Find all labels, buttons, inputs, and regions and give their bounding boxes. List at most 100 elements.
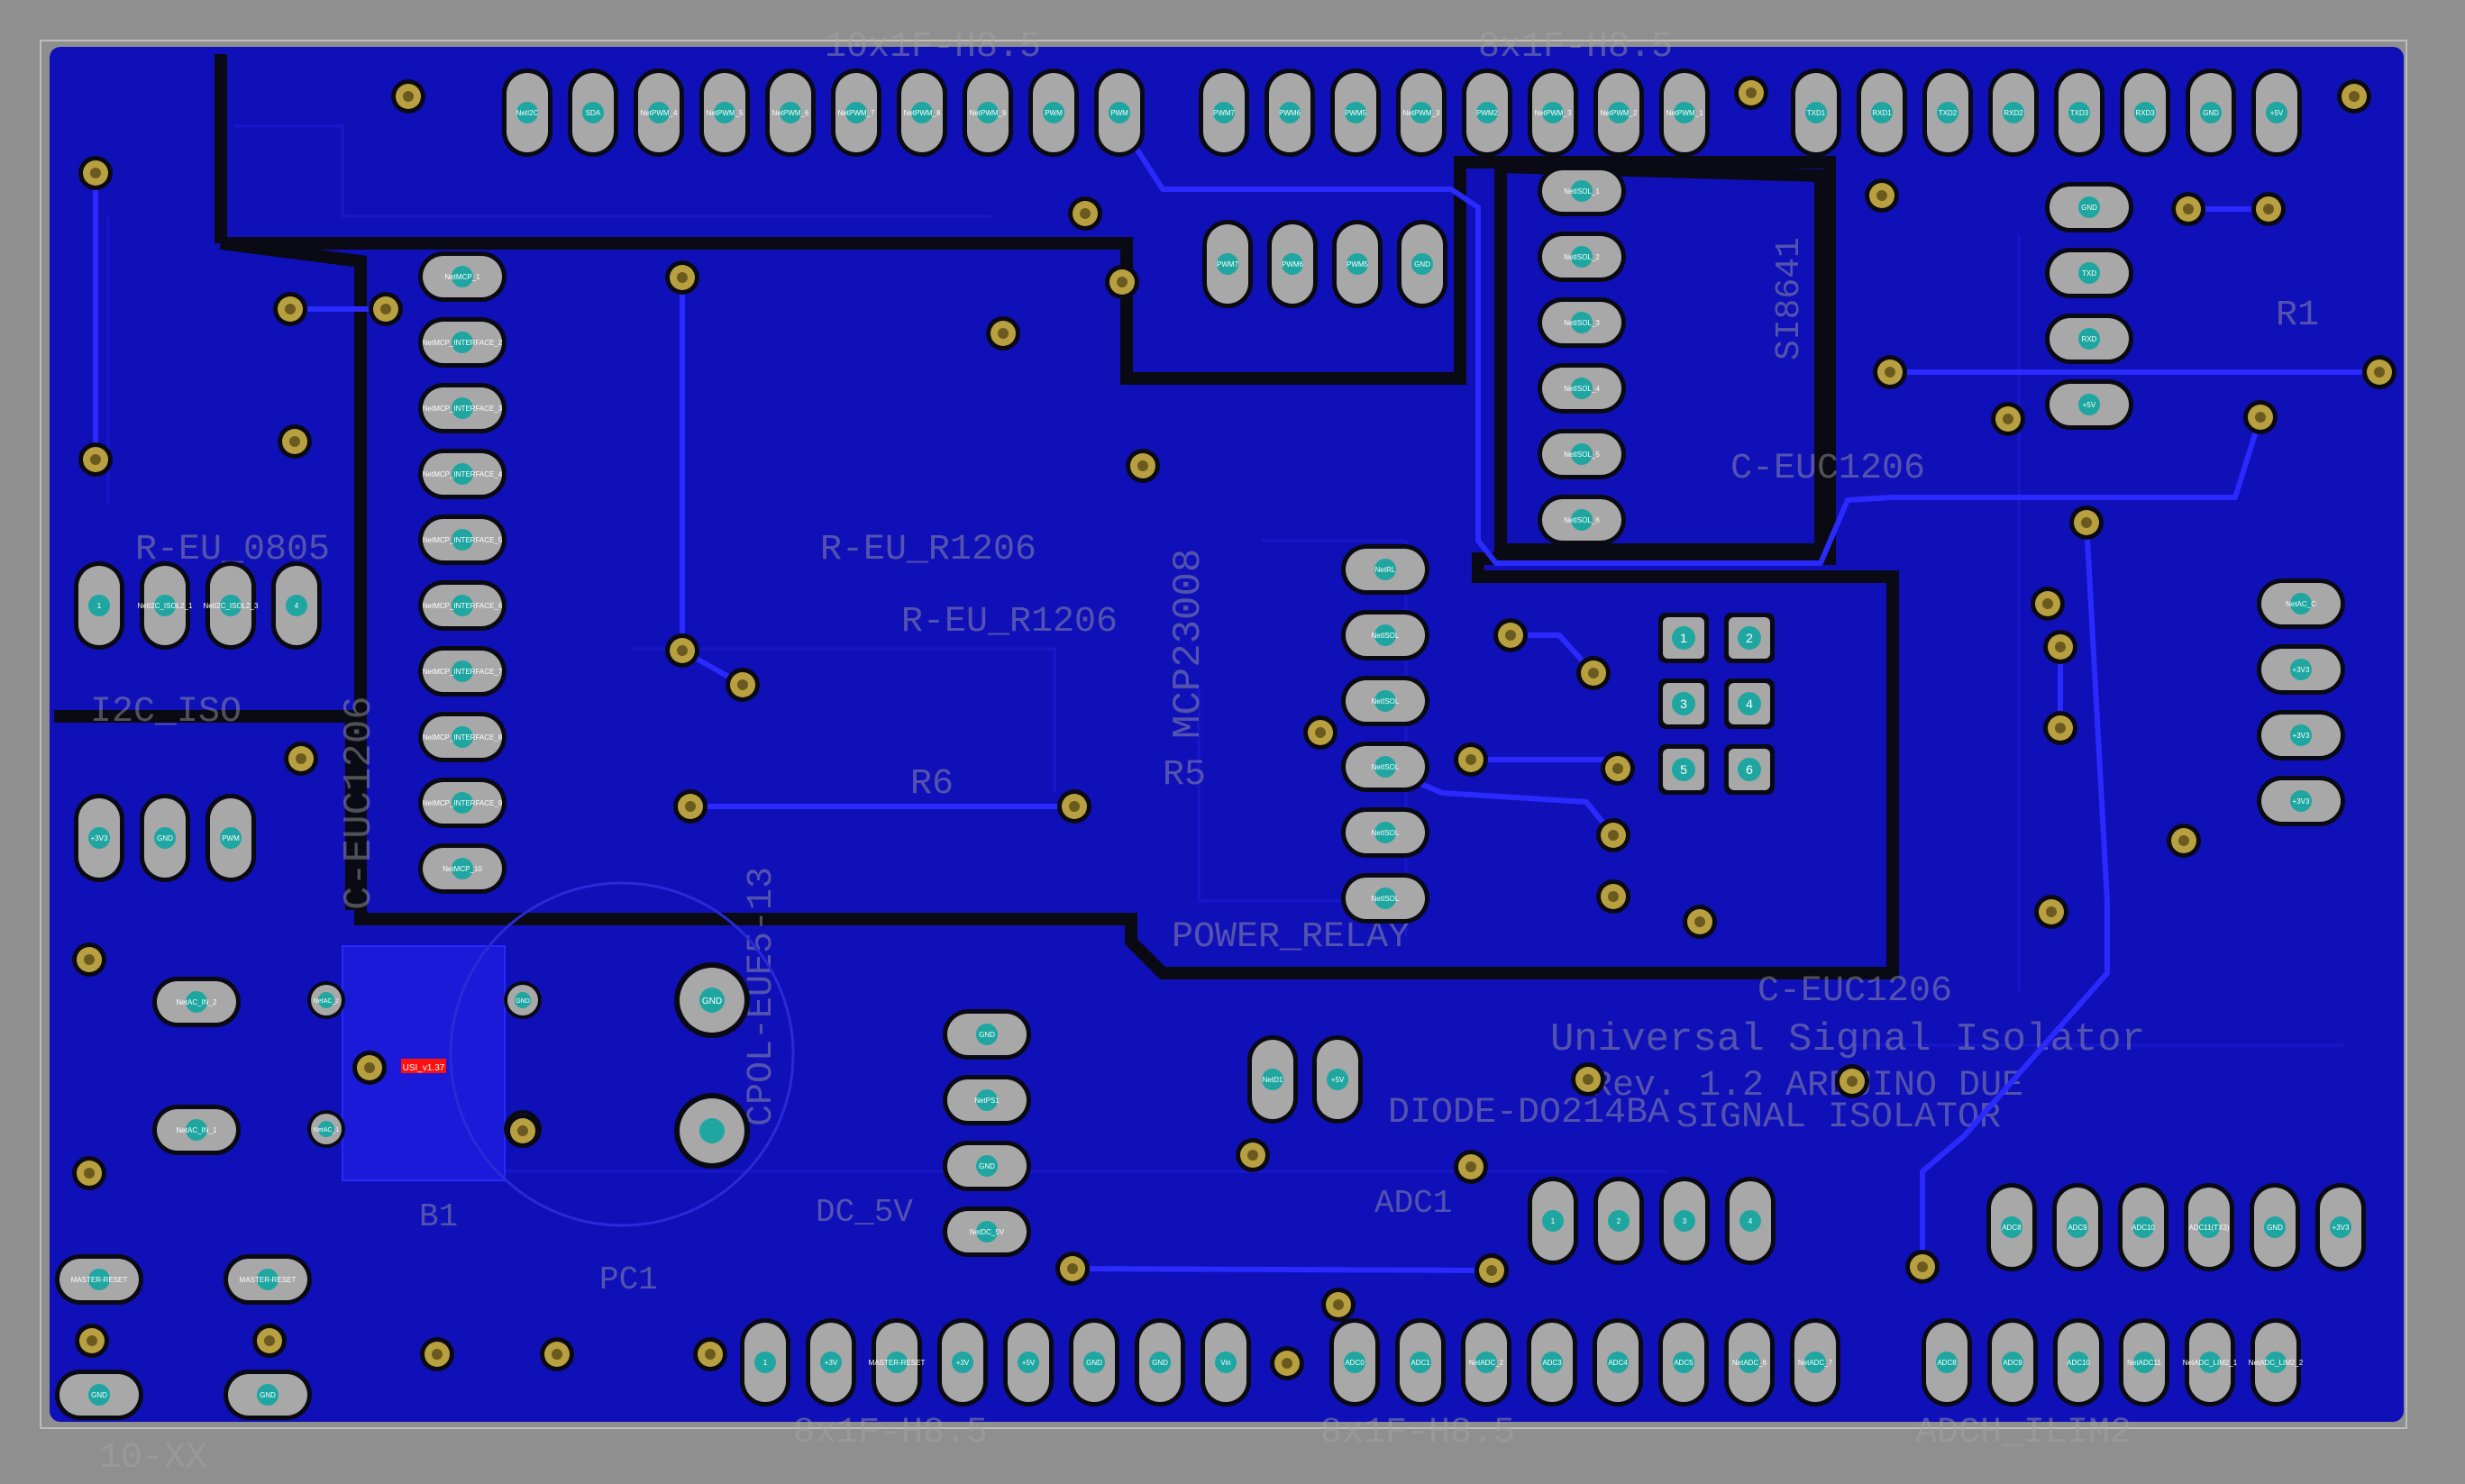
uart-right-pad[interactable]: RXD [2045, 314, 2133, 364]
ic-pin-pad[interactable]: NetAC_1 [307, 1110, 345, 1148]
pwm-block-pad[interactable]: PWM5 [1332, 220, 1383, 308]
header-bottom-right-pad[interactable]: NetADC_LIM2_1 [2183, 1318, 2238, 1407]
pwm-block-pad[interactable]: PWM6 [1267, 220, 1318, 308]
ps-column-pad[interactable]: GND [943, 1009, 1031, 1060]
adch-row-pad[interactable]: ADC11(TX3) [2184, 1183, 2234, 1271]
header-top-right-pad[interactable]: RXD2 [1988, 68, 2039, 157]
relay-column-pad[interactable]: NetISOL [1341, 807, 1429, 858]
ps-column-pad[interactable]: GND [943, 1141, 1031, 1191]
header-bottom-mid-pad[interactable]: ADC0 [1329, 1318, 1380, 1407]
relay-column-pad[interactable]: NetISOL [1341, 873, 1429, 924]
header-top-mid-pad[interactable]: NetPWM_3 [1528, 68, 1578, 157]
mcp-column-pad[interactable]: NetMCP_INTERFACE_5 [418, 514, 507, 565]
right-column-pad[interactable]: +3V3 [2257, 776, 2345, 826]
header-top-right-pad[interactable]: TXD1 [1791, 68, 1841, 157]
header-top-mid-pad[interactable]: NetPWM_3 [1396, 68, 1447, 157]
header-bottom-right-pad[interactable]: ADC8 [1922, 1318, 1972, 1407]
header-bottom-right-pad[interactable]: ADC9 [1987, 1318, 2038, 1407]
iso-left-pad[interactable]: NetISOL_5 [1538, 429, 1626, 479]
header-bottom-mid-pad[interactable]: NetADC_6 [1724, 1318, 1775, 1407]
header-bottom-left-pad[interactable]: MASTER-RESET [869, 1318, 926, 1407]
header-top-right-pad[interactable]: RXD3 [2120, 68, 2170, 157]
header-top-left-pad[interactable]: NetPWM_5 [699, 68, 750, 157]
jumper-pad[interactable]: 5 [1658, 744, 1709, 795]
header-top-right-pad[interactable]: TXD3 [2054, 68, 2104, 157]
relay-column-pad[interactable]: NetISOL [1341, 610, 1429, 660]
header-top-mid-pad[interactable]: PWM5 [1330, 68, 1381, 157]
adch-row-pad[interactable]: GND [2250, 1183, 2300, 1271]
header-top-right-pad[interactable]: +5V [2251, 68, 2302, 157]
mcp-column-pad[interactable]: NetMCP_INTERFACE_8 [418, 712, 507, 762]
header-bottom-mid-pad[interactable]: ADC1 [1395, 1318, 1446, 1407]
mcp-column-pad[interactable]: NetMCP_1 [418, 251, 507, 302]
ic-pin-pad[interactable]: GND [504, 981, 542, 1019]
ac-pads-pad[interactable]: NetAC_IN_1 [152, 1105, 241, 1155]
mcp-column-pad[interactable]: NetMCP_INTERFACE_6 [418, 580, 507, 631]
capacitor-pad[interactable] [674, 1093, 750, 1169]
iso-left-pad[interactable]: NetISOL_3 [1538, 297, 1626, 348]
i2c-iso-row-pad[interactable]: 1 [74, 561, 124, 650]
header-top-left-pad[interactable]: NetPWM_7 [831, 68, 881, 157]
power-row-pad[interactable]: GND [140, 794, 190, 882]
jumper-pad[interactable]: 3 [1658, 678, 1709, 729]
header-top-mid-pad[interactable]: PWM6 [1264, 68, 1315, 157]
i2c-iso-row-pad[interactable]: NetI2C_ISOL2_1 [138, 561, 193, 650]
header-top-right-pad[interactable]: TXD2 [1922, 68, 1973, 157]
gnd-pads-pad[interactable]: GND [55, 1370, 143, 1420]
adch-row-pad[interactable]: +3V3 [2315, 1183, 2366, 1271]
ac-pads-pad[interactable]: NetAC_IN_2 [152, 977, 241, 1027]
relay-column-pad[interactable]: NetISOL [1341, 742, 1429, 792]
adc-row-pad[interactable]: 2 [1593, 1177, 1644, 1265]
header-top-mid-pad[interactable]: NetPWM_1 [1659, 68, 1710, 157]
header-bottom-mid-pad[interactable]: NetADC_2 [1461, 1318, 1511, 1407]
adch-row-pad[interactable]: ADC9 [2052, 1183, 2103, 1271]
mcp-column-pad[interactable]: NetMCP_INTERFACE_2 [418, 317, 507, 368]
header-top-mid-pad[interactable]: PWM2 [1462, 68, 1512, 157]
header-bottom-mid-pad[interactable]: NetADC_7 [1790, 1318, 1840, 1407]
uart-right-pad[interactable]: GND [2045, 182, 2133, 232]
header-top-left-pad[interactable]: NetI2C [502, 68, 552, 157]
iso-left-pad[interactable]: NetISOL_2 [1538, 232, 1626, 282]
header-bottom-left-pad[interactable]: GND [1069, 1318, 1119, 1407]
header-top-left-pad[interactable]: PWM [1028, 68, 1079, 157]
jumper-pad[interactable]: 4 [1724, 678, 1775, 729]
header-bottom-left-pad[interactable]: Vin [1201, 1318, 1251, 1407]
relay-column-pad[interactable]: NetISOL [1341, 676, 1429, 726]
mcp-column-pad[interactable]: NetMCP_INTERFACE_7 [418, 646, 507, 696]
gnd-pads-pad[interactable]: GND [224, 1370, 312, 1420]
header-bottom-left-pad[interactable]: +3V [937, 1318, 988, 1407]
header-bottom-left-pad[interactable]: 1 [740, 1318, 790, 1407]
uart-right-pad[interactable]: +5V [2045, 379, 2133, 430]
diode-pads-pad[interactable]: NetD1 [1247, 1035, 1298, 1124]
right-column-pad[interactable]: NetAC_C [2257, 578, 2345, 629]
right-column-pad[interactable]: +3V3 [2257, 644, 2345, 695]
header-top-left-pad[interactable]: NetPWM_6 [765, 68, 816, 157]
i2c-iso-row-pad[interactable]: 4 [271, 561, 322, 650]
ps-column-pad[interactable]: NetPS1 [943, 1075, 1031, 1125]
power-row-pad[interactable]: PWM [205, 794, 256, 882]
header-top-left-pad[interactable]: NetPWM_9 [963, 68, 1013, 157]
header-bottom-right-pad[interactable]: NetADC11 [2119, 1318, 2169, 1407]
adch-row-pad[interactable]: ADC10 [2118, 1183, 2168, 1271]
mcp-column-pad[interactable]: NetMCP_INTERFACE_3 [418, 383, 507, 433]
reset-pads-pad[interactable]: MASTER-RESET [224, 1254, 312, 1305]
adc-row-pad[interactable]: 1 [1528, 1177, 1578, 1265]
mcp-column-pad[interactable]: NetMCP_10 [418, 843, 507, 894]
power-row-pad[interactable]: +3V3 [74, 794, 124, 882]
mcp-column-pad[interactable]: NetMCP_INTERFACE_4 [418, 449, 507, 499]
jumper-pad[interactable]: 1 [1658, 613, 1709, 663]
relay-column-pad[interactable]: NetRL [1341, 544, 1429, 595]
header-bottom-left-pad[interactable]: +3V [806, 1318, 856, 1407]
header-bottom-right-pad[interactable]: NetADC_LIM2_2 [2249, 1318, 2304, 1407]
header-bottom-mid-pad[interactable]: ADC4 [1593, 1318, 1643, 1407]
adc-row-pad[interactable]: 3 [1659, 1177, 1710, 1265]
iso-left-pad[interactable]: NetISOL_6 [1538, 495, 1626, 545]
header-top-left-pad[interactable]: PWM [1094, 68, 1145, 157]
header-bottom-mid-pad[interactable]: ADC5 [1658, 1318, 1709, 1407]
mcp-column-pad[interactable]: NetMCP_INTERFACE_9 [418, 778, 507, 828]
header-top-left-pad[interactable]: NetPWM_8 [897, 68, 947, 157]
iso-left-pad[interactable]: NetISOL_4 [1538, 363, 1626, 414]
jumper-pad[interactable]: 2 [1724, 613, 1775, 663]
